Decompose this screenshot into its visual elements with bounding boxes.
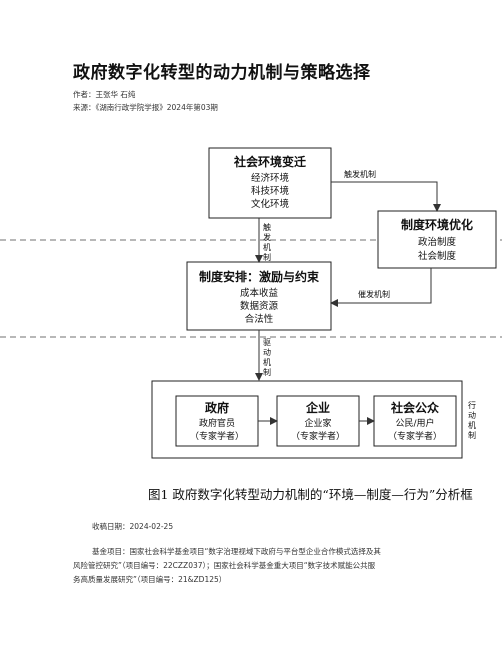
actor-government-box xyxy=(175,395,259,447)
arrangement-line: 数据资源 xyxy=(240,300,279,312)
actor-government-line: 政府官员 xyxy=(199,417,235,429)
funding-line: 风险管控研究”（项目编号：22CZZ037）；国家社会科学基金重大项目“数字技术… xyxy=(73,561,376,570)
action-label: 动 xyxy=(468,410,476,420)
env-box-line: 文化环境 xyxy=(251,198,290,210)
catalyst-label: 催发机制 xyxy=(358,289,390,299)
drive-label: 制 xyxy=(263,367,271,377)
trigger-arrow-horizontal xyxy=(331,181,441,212)
action-label: 行 xyxy=(468,400,476,410)
catalyst-arrow xyxy=(330,268,432,307)
trigger-label-vertical: 触 xyxy=(263,222,271,232)
env-box-heading: 社会环境变迁 xyxy=(233,154,306,169)
inst-opt-line: 政治制度 xyxy=(418,236,457,248)
env-box xyxy=(208,147,332,219)
env-box-line: 经济环境 xyxy=(251,172,290,184)
actor-public-line: （专家学者） xyxy=(388,430,442,442)
arrangement-line: 成本收益 xyxy=(240,287,279,299)
env-box-line: 科技环境 xyxy=(251,185,290,197)
actor-public-line: 公民/用户 xyxy=(395,417,434,429)
actor-government-line: （专家学者） xyxy=(190,430,244,442)
action-label: 制 xyxy=(468,430,476,440)
received-date: 收稿日期：2024-02-25 xyxy=(92,522,174,531)
inst-opt-heading: 制度环境优化 xyxy=(401,217,473,232)
drive-label: 动 xyxy=(263,347,271,357)
actor-enterprise-box xyxy=(276,395,360,447)
actor-enterprise-line: （专家学者） xyxy=(291,430,345,442)
inst-opt-box xyxy=(377,210,497,269)
article-authors: 作者：王张华 石纯 xyxy=(73,90,136,99)
arrangement-line: 合法性 xyxy=(245,313,274,325)
action-label: 机 xyxy=(468,420,476,430)
actor-enterprise-heading: 企业 xyxy=(305,400,330,415)
framework-diagram: 社会环境变迁 经济环境 科技环境 文化环境 制度环境优化 政治制度 社会制度 制… xyxy=(0,147,502,459)
article-title: 政府数字化转型的动力机制与策略选择 xyxy=(73,63,371,83)
trigger-label-vertical: 机 xyxy=(263,242,271,252)
article-source: 来源：《湖南行政学院学报》2024年第03期 xyxy=(73,103,218,112)
arrangement-heading: 制度安排：激励与约束 xyxy=(199,269,320,284)
funding-line: 务高质量发展研究”（项目编号：21&ZD125） xyxy=(73,575,227,584)
drive-label: 机 xyxy=(263,357,271,367)
trigger-label-vertical: 制 xyxy=(263,252,271,262)
trigger-label-vertical: 发 xyxy=(263,232,271,242)
figure-caption: 图1 政府数字化转型动力机制的“环境—制度—行为”分析框 xyxy=(148,487,473,502)
actor-enterprise-line: 企业家 xyxy=(304,417,331,429)
actor-public-heading: 社会公众 xyxy=(390,400,440,415)
inst-opt-line: 社会制度 xyxy=(418,250,457,262)
trigger-label-horizontal: 触发机制 xyxy=(344,169,376,179)
actor-government-heading: 政府 xyxy=(205,400,229,415)
drive-label: 驱 xyxy=(263,338,271,347)
funding-line: 基金项目：国家社会科学基金项目“数字治理视域下政府与平台型企业合作模式选择及其 xyxy=(92,547,381,556)
